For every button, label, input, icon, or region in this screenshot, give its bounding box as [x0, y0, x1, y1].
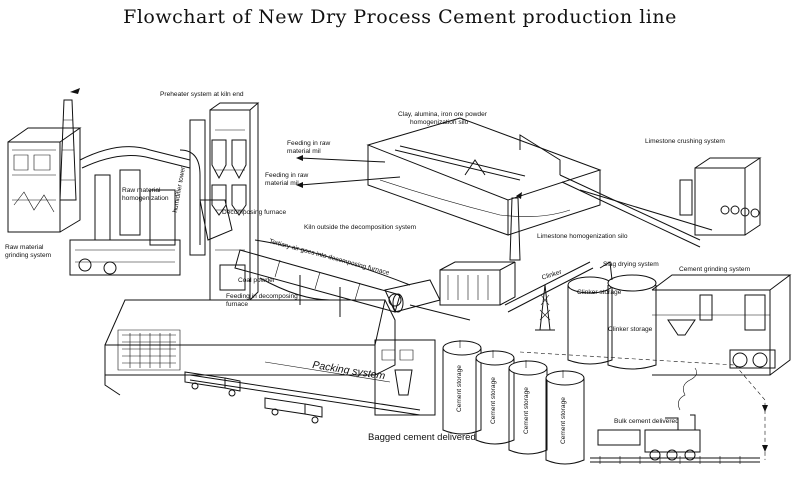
- clinker-conveyor: [504, 261, 594, 331]
- feed-arrows: [296, 155, 401, 188]
- label-preheater: Preheater system at kiln end: [160, 91, 244, 98]
- chimney: [59, 88, 80, 201]
- clinker-storage-silos: [567, 261, 657, 370]
- cement-grinding-building: [651, 274, 792, 376]
- raw-grinding-building: [7, 127, 82, 233]
- cement-storage-silos: [442, 340, 585, 465]
- label-clay-silo-1: Clay, alumina, iron ore powder: [398, 111, 487, 118]
- label-clinker-storage-1: Clinker storage: [577, 289, 622, 296]
- label-cement-storage-2: Cement storage: [490, 377, 497, 424]
- label-feed-furnace-2: furnace: [226, 301, 248, 308]
- label-cement-grinding: Cement grinding system: [679, 266, 751, 273]
- limestone-crushing-building: [679, 157, 762, 236]
- label-feed-mill-b2: material mil: [265, 180, 299, 187]
- label-feed-mill-a1: Feeding in raw: [287, 140, 331, 147]
- label-feed-mill-a2: material mil: [287, 148, 321, 155]
- label-feed-furnace-1: Feeding in decomposing: [226, 293, 298, 300]
- warehouse: [104, 299, 396, 396]
- belt-conveyor-crushing: [559, 174, 713, 248]
- homogenization-shed: [366, 117, 602, 236]
- bulk-train: [590, 367, 760, 464]
- label-slag-drying: Slag drying system: [603, 261, 659, 268]
- label-decomposing-furnace: Decomposing furnace: [222, 209, 287, 216]
- label-raw-grinding-2: grinding system: [5, 252, 52, 259]
- label-limestone-crushing: Limestone crushing system: [645, 138, 725, 145]
- label-clinker-storage-2: Clinker storage: [608, 326, 653, 333]
- raw-mill-ducts: [69, 146, 201, 276]
- label-feed-mill-b1: Feeding in raw: [265, 172, 309, 179]
- label-raw-grinding-1: Raw material: [5, 244, 44, 251]
- label-cement-storage-1: Cement storage: [456, 365, 463, 412]
- page-title: Flowchart of New Dry Process Cement prod…: [123, 6, 677, 28]
- label-cement-storage-3: Cement storage: [523, 387, 530, 434]
- label-limestone-homog: Limestone homogenization silo: [537, 233, 628, 240]
- packing-plant: [189, 339, 436, 416]
- clinker-cooler: [384, 261, 516, 321]
- label-raw-homog-1: Raw material: [122, 187, 161, 194]
- label-raw-homog-2: homogenization: [122, 195, 169, 202]
- label-bagged-cement: Bagged cement delivered: [368, 432, 476, 443]
- preheater-tower: [189, 102, 260, 301]
- label-cement-storage-4: Cement storage: [560, 397, 567, 444]
- bulk-flow-dashed: [519, 351, 768, 460]
- label-kiln-outside: Kiln outside the decomposition system: [304, 224, 417, 231]
- limestone-homog-stack: [509, 192, 522, 261]
- trucks: [184, 371, 323, 424]
- label-clay-silo-2: homogenization silo: [410, 119, 469, 126]
- label-bulk-cement: Bulk cement delivered: [614, 418, 679, 425]
- label-coal-powder: Coal powder: [238, 277, 276, 284]
